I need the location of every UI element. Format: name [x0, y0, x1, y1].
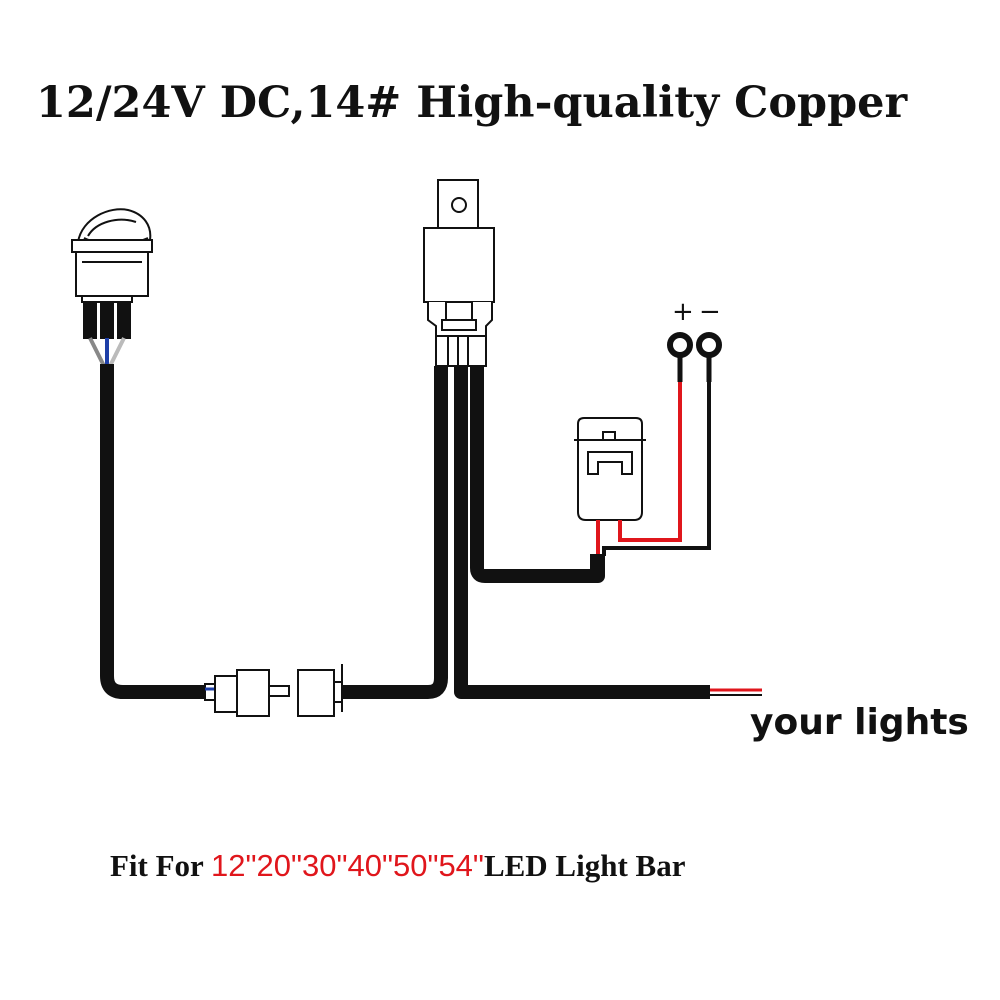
- fuse-holder-icon: [574, 417, 646, 521]
- terminal-minus-label: −: [699, 297, 721, 327]
- terminal-plus-label: +: [672, 297, 694, 327]
- switch-leads: [88, 337, 126, 367]
- compatibility-prefix: Fit For: [110, 848, 212, 883]
- compatibility-sizes: 12"20"30"40"50"54": [211, 848, 484, 883]
- load-label: your lights: [750, 702, 969, 743]
- relay-icon: [423, 179, 495, 367]
- rocker-switch-icon: [71, 208, 153, 339]
- diagram-title: 12/24V DC,14# High-quality Copper: [36, 78, 908, 128]
- harness-wires: [100, 364, 710, 699]
- junction-block: [590, 554, 604, 578]
- compatibility-suffix: LED Light Bar: [483, 848, 686, 883]
- compatibility-line: Fit For 12"20"30"40"50"54"LED Light Bar: [110, 848, 685, 884]
- fuse-leads: [596, 380, 711, 556]
- ring-terminal-icon: [667, 332, 722, 382]
- connector-plug-icon: [204, 664, 343, 717]
